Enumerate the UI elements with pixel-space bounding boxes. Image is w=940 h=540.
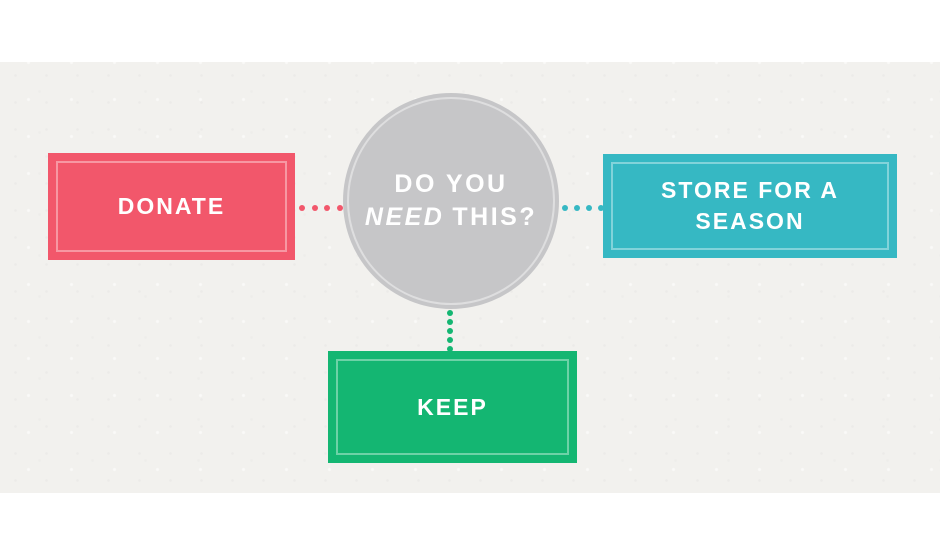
dot	[447, 319, 453, 325]
dot	[447, 337, 453, 343]
store-label: STORE FOR A SEASON	[661, 177, 839, 234]
dot	[311, 205, 318, 211]
dotted-connector-keep	[447, 310, 453, 352]
store-for-a-season-box: STORE FOR A SEASON	[603, 154, 897, 258]
dot	[447, 346, 453, 352]
dot	[324, 205, 331, 211]
keep-label: KEEP	[417, 393, 488, 420]
dotted-connector-donate	[299, 205, 343, 211]
dot	[574, 205, 580, 211]
dot	[562, 205, 568, 211]
dot	[447, 328, 453, 334]
keep-box: KEEP	[328, 351, 577, 463]
question-line2-rest: THIS?	[452, 203, 538, 231]
dot	[586, 205, 592, 211]
dot	[336, 205, 343, 211]
dot	[598, 205, 604, 211]
donate-label: DONATE	[117, 193, 226, 219]
question-emphasis: NEED	[364, 203, 445, 231]
donate-box: DONATE	[48, 153, 295, 260]
dotted-connector-store	[562, 205, 604, 211]
dot	[299, 205, 305, 211]
dot	[447, 310, 453, 316]
question-line1: DO YOU	[394, 170, 508, 198]
